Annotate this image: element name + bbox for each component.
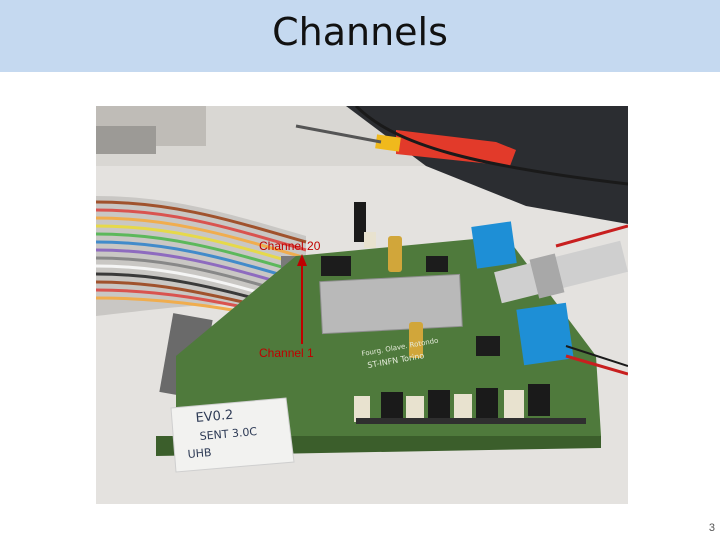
jumper-post: [354, 202, 366, 242]
page-number: 3: [708, 522, 715, 534]
terminal-blocks: [471, 221, 574, 366]
slide-title: Channels: [272, 10, 448, 54]
channel-20-label: Channel 20: [259, 239, 321, 253]
jumper-headers: [354, 384, 586, 424]
tag-text-3: UHB: [187, 446, 212, 461]
tag-text-1: EV0.2: [195, 408, 234, 426]
screwdriver: [295, 124, 516, 166]
board-photo: EV0.2 SENT 3.0C UHB ST-INFN Torino Fourg…: [96, 106, 628, 504]
title-bar: [0, 0, 720, 72]
rf-shield: [319, 273, 463, 335]
board-photo-drawing: EV0.2 SENT 3.0C UHB ST-INFN Torino Fourg…: [96, 106, 628, 504]
bnc-connector: [494, 224, 628, 376]
sma-connectors: [388, 236, 423, 358]
tag-text-2: SENT 3.0C: [199, 425, 258, 443]
channel-arrow: [297, 254, 307, 344]
channel-1-label: Channel 1: [259, 346, 314, 360]
paper-tag: EV0.2 SENT 3.0C UHB: [170, 397, 295, 473]
